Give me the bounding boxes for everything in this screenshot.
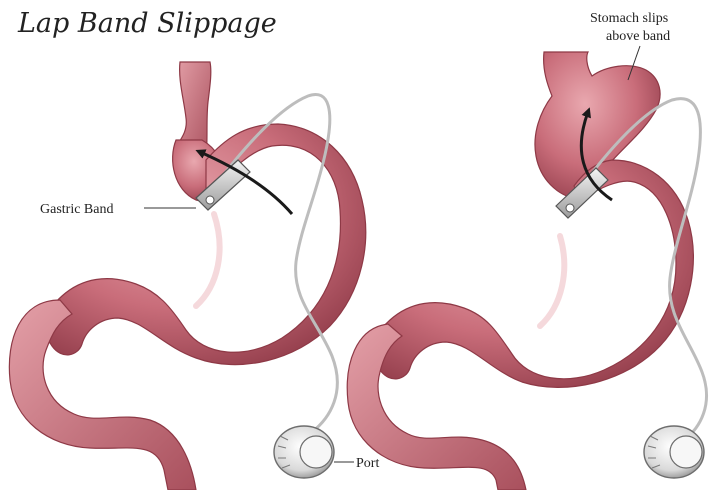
gastric-band-label: Gastric Band [40, 202, 113, 217]
access-port [274, 426, 334, 478]
diagram-title: Lap Band Slippage [17, 8, 277, 39]
slipped-stomach-body [373, 160, 693, 387]
left-panel: Gastric Band Port [9, 62, 379, 490]
right-panel: Stomach slips above band [347, 11, 706, 490]
stomach-slips-label-line2: above band [606, 29, 670, 44]
slipped-stomach-highlight [540, 236, 564, 326]
stomach-highlight [196, 214, 220, 306]
slipped-access-port [644, 426, 704, 478]
port-label: Port [356, 456, 379, 471]
stomach-slips-label-line1: Stomach slips [590, 11, 668, 26]
